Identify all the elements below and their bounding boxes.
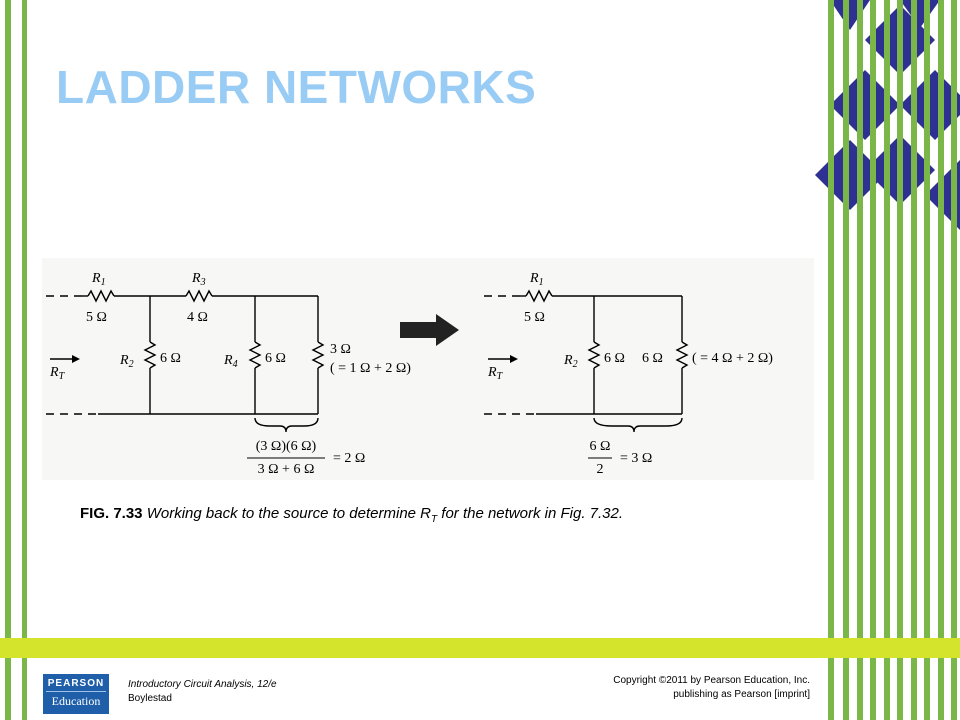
left-r4-label: R4: [223, 353, 238, 370]
bottom-lime-stripe: [0, 638, 960, 658]
left-r3-label: R3: [191, 271, 206, 288]
left-r1-label: R1: [91, 271, 106, 288]
transform-arrow-icon: [400, 314, 459, 346]
left-r4-value: 6 Ω: [265, 351, 286, 366]
left-r3-value: 4 Ω: [187, 310, 208, 325]
right-green-bar-3: [857, 0, 863, 720]
page-title: LADDER NETWORKS: [56, 61, 537, 113]
right-green-bar-4: [870, 0, 876, 720]
right-green-bar-9: [938, 0, 944, 720]
left-r1-resistor: [87, 289, 115, 303]
left-r4-resistor: [248, 341, 262, 369]
left-green-bar-2: [22, 0, 27, 720]
left-r3-resistor: [185, 289, 213, 303]
left-r2-value: 6 Ω: [160, 351, 181, 366]
right-r2-resistor: [587, 341, 601, 369]
left-combo-numerator: (3 Ω)(6 Ω): [256, 439, 317, 454]
left-r1-value: 5 Ω: [86, 310, 107, 325]
right-r1-value: 5 Ω: [524, 310, 545, 325]
right-rt-label: RT: [487, 365, 504, 382]
right-green-bar-1: [828, 0, 834, 720]
book-title: Introductory Circuit Analysis, 12/e: [128, 679, 277, 690]
figure-caption-text: Working back to the source to determine …: [146, 505, 624, 525]
left-brace: [254, 417, 319, 433]
left-combo-denominator: 3 Ω + 6 Ω: [258, 462, 315, 477]
left-end-note: ( = 1 Ω + 2 Ω): [330, 361, 411, 376]
right-r2-label: R2: [563, 353, 578, 370]
left-r2-label: R2: [119, 353, 134, 370]
left-combo-result: = 2 Ω: [333, 451, 365, 466]
right-green-bar-2: [843, 0, 849, 720]
left-end-value: 3 Ω: [330, 342, 351, 357]
book-info: Introductory Circuit Analysis, 12/e Boyl…: [128, 678, 277, 706]
figure-caption: FIG. 7.33 Working back to the source to …: [80, 505, 623, 525]
right-green-bar-5: [884, 0, 890, 720]
right-end-resistor: [675, 341, 689, 369]
book-author: Boylestad: [128, 693, 172, 704]
right-combo-denominator: 2: [597, 462, 604, 477]
right-brace: [593, 417, 683, 433]
figure-number: FIG. 7.33: [80, 505, 143, 522]
left-r2-resistor: [143, 341, 157, 369]
left-green-bar: [5, 0, 11, 720]
right-r1-label: R1: [529, 271, 544, 288]
right-end-value: 6 Ω: [642, 351, 663, 366]
figure-panel: R1 5 Ω R3 4 Ω R2 6 Ω R4 6 Ω 3 Ω ( = 1 Ω …: [42, 258, 814, 480]
right-r2-value: 6 Ω: [604, 351, 625, 366]
right-r1-resistor: [525, 289, 553, 303]
right-rt-arrowhead: [510, 355, 518, 363]
right-green-bar-10: [951, 0, 957, 720]
right-combo-numerator: 6 Ω: [590, 439, 611, 454]
ladder-circuit-diagram: R1 5 Ω R3 4 Ω R2 6 Ω R4 6 Ω 3 Ω ( = 1 Ω …: [46, 271, 773, 477]
diamond-decoration: [815, 0, 960, 230]
left-rt-label: RT: [49, 365, 66, 382]
left-rt-arrowhead: [72, 355, 80, 363]
right-end-note: ( = 4 Ω + 2 Ω): [692, 351, 773, 366]
right-combo-result: = 3 Ω: [620, 451, 652, 466]
copyright-notice: Copyright ©2011 by Pearson Education, In…: [613, 675, 810, 700]
right-green-bar-6: [897, 0, 903, 720]
pearson-logo: PEARSON Education: [43, 674, 109, 714]
right-green-bar-8: [924, 0, 930, 720]
right-green-bar-7: [911, 0, 917, 720]
left-end-resistor: [311, 341, 325, 369]
